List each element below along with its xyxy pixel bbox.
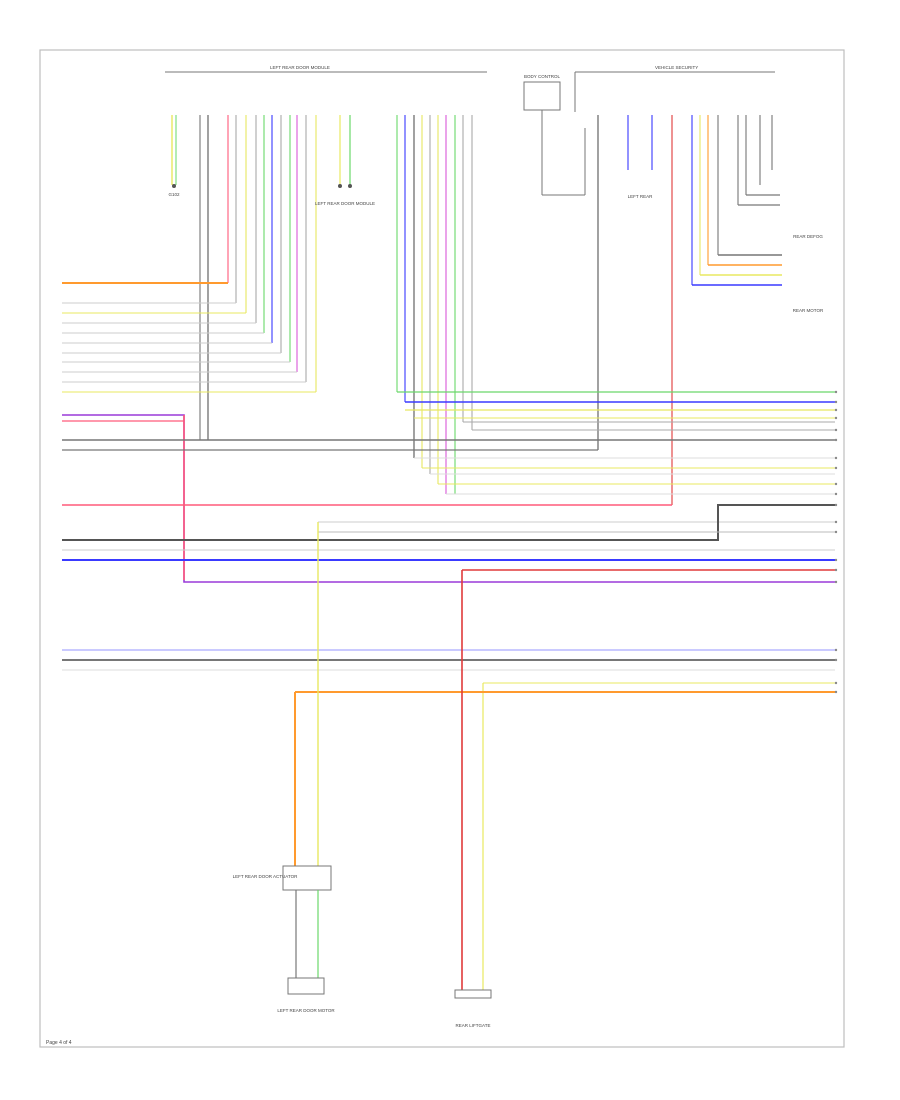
left-actuator-label: LEFT REAR DOOR ACTUATOR (233, 874, 299, 879)
mirror-ground-label: LEFT REAR DOOR MODULE (315, 201, 375, 206)
page-tag: Page 4 of 4 (46, 1040, 72, 1046)
top-ground-label: G102 (168, 192, 180, 197)
left-horizontal-wires (62, 282, 316, 393)
header-right: VEHICLE SECURITY (574, 65, 775, 112)
top-ground: G102 (168, 115, 180, 197)
gray-bus (62, 439, 835, 451)
rear-liftgate: REAR LIFTGATE (454, 989, 492, 1028)
left-motor: LEFT REAR DOOR MOTOR (277, 977, 335, 1013)
mid-connector-label: LEFT REAR (628, 194, 653, 199)
mid-connector: LEFT REAR (628, 194, 653, 199)
header-left-label: LEFT REAR DOOR MODULE (270, 65, 330, 70)
actuator-feed (317, 522, 463, 990)
mirror-ground: LEFT REAR DOOR MODULE (315, 115, 375, 206)
left-connector-pins (199, 115, 317, 440)
middle-connector-pins (396, 115, 473, 494)
header-left: LEFT REAR DOOR MODULE (165, 65, 487, 73)
rear-motor-stubs: REAR MOTOR (692, 254, 824, 313)
header-right-label: VEHICLE SECURITY (655, 65, 698, 70)
rear-defog-label: REAR DEFOG (793, 234, 823, 239)
rear-liftgate-label: REAR LIFTGATE (456, 1023, 491, 1028)
rear-defog-stubs: REAR DEFOG (738, 194, 823, 239)
relay-block-label: BODY CONTROL (524, 74, 560, 79)
purple-wire (62, 414, 835, 583)
lower-bus (62, 649, 835, 990)
right-edge-markers (834, 390, 838, 694)
diagram-frame (39, 49, 845, 1048)
upper-right-bus (397, 391, 835, 431)
left-actuator: LEFT REAR DOOR ACTUATOR (233, 865, 332, 978)
middle-bus (62, 504, 835, 571)
left-motor-label: LEFT REAR DOOR MOTOR (277, 1008, 335, 1013)
lower-right-bus (414, 457, 835, 495)
relay-block: BODY CONTROL (523, 74, 586, 196)
rear-motor-label: REAR MOTOR (793, 308, 824, 313)
